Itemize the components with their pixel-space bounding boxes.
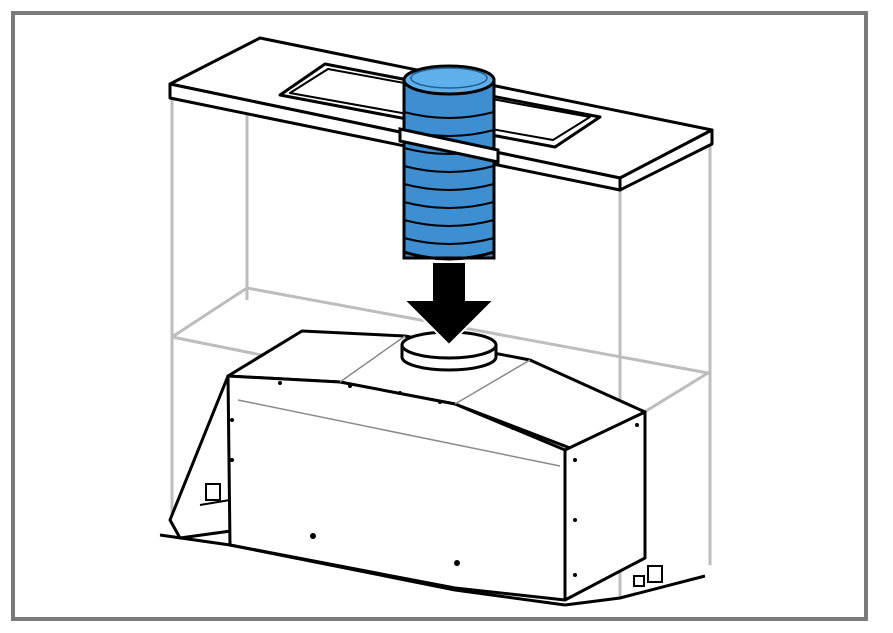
down-arrow-icon [401,261,497,347]
duct-rib [403,183,495,191]
duct-bottom-edge [403,250,495,261]
rivet [573,458,577,462]
rivets [230,381,639,577]
rivet [278,381,282,385]
rivet [454,560,460,566]
rivet [230,458,234,462]
rivet [635,423,639,427]
seam-line [454,359,531,405]
hood-base-lip-right [564,574,706,607]
mounting-bracket-left [199,483,231,506]
bracket-block [205,483,221,501]
bracket-tab [199,499,231,506]
mounting-bracket-right [633,565,663,587]
rivet [511,426,515,430]
top-panel-right-edge [618,128,714,192]
rivet [230,418,234,422]
duct-opening [402,64,496,96]
rivet [438,400,442,404]
rivet [573,518,577,522]
bracket-block [633,575,645,587]
rivet [398,391,402,395]
rivet [573,573,577,577]
diagram-frame [11,11,868,621]
seam-line [237,399,561,467]
duct-rib [403,219,495,227]
duct-rib [403,165,495,173]
duct-opening-rim [410,67,488,89]
seam-line [339,335,406,383]
hood-housing [159,329,706,607]
flexible-duct [402,64,496,261]
top-panel-front-overlay [398,127,500,164]
duct-rib [403,237,495,245]
hood-base-lip [159,533,566,607]
hood-right-panel [563,410,647,602]
rivet [348,384,352,388]
rivet [310,533,316,539]
bracket-block [647,565,663,583]
hood-seams [237,335,561,467]
top-panel-front-edge-overlay [398,127,500,164]
duct-rib [403,111,495,119]
duct-rib [403,201,495,209]
